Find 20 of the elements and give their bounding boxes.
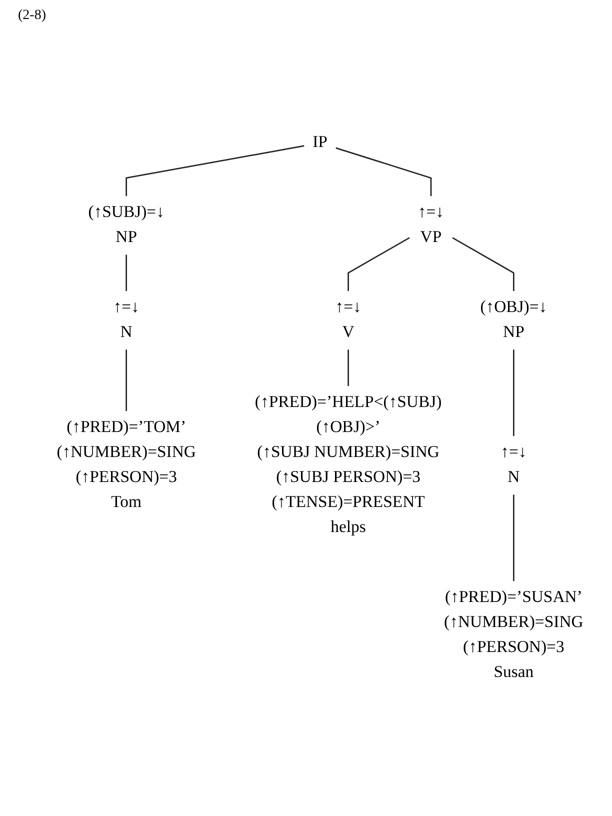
example-number: (2-8) [18,8,46,24]
node-text: (↑PRED)=’HELP<(↑SUBJ)(↑OBJ)>’ (↑SUBJ NUMBER)=SING (↑SUBJ PERSON)=3 (↑TENSE)=PRESENT helps [254,393,442,536]
node-text: (↑SUBJ)=↓ NP [88,204,164,246]
node-text: ↑=↓ VP [418,204,444,246]
connector [513,494,514,582]
node-text: (↑OBJ)=↓ NP [480,298,548,342]
connector [126,254,127,292]
node-text: ↑=↓ N [113,298,140,342]
node-text: (↑PRED)=’TOM’ (↑NUMBER)=SING (↑PERSON)=3 Tom [56,418,196,512]
connector [336,147,432,196]
node-text: ↑=↓ V [335,298,362,342]
connector [348,350,349,386]
connector [348,237,410,292]
connector [126,350,127,412]
connector [513,350,514,436]
node-text: ↑=↓ N [500,443,527,486]
node-text: (↑PRED)=’SUSAN’ (↑NUMBER)=SING (↑PERSON)=3 Susan [444,588,584,682]
connector [452,237,514,292]
connector [126,145,304,196]
node-text: IP [312,134,328,152]
